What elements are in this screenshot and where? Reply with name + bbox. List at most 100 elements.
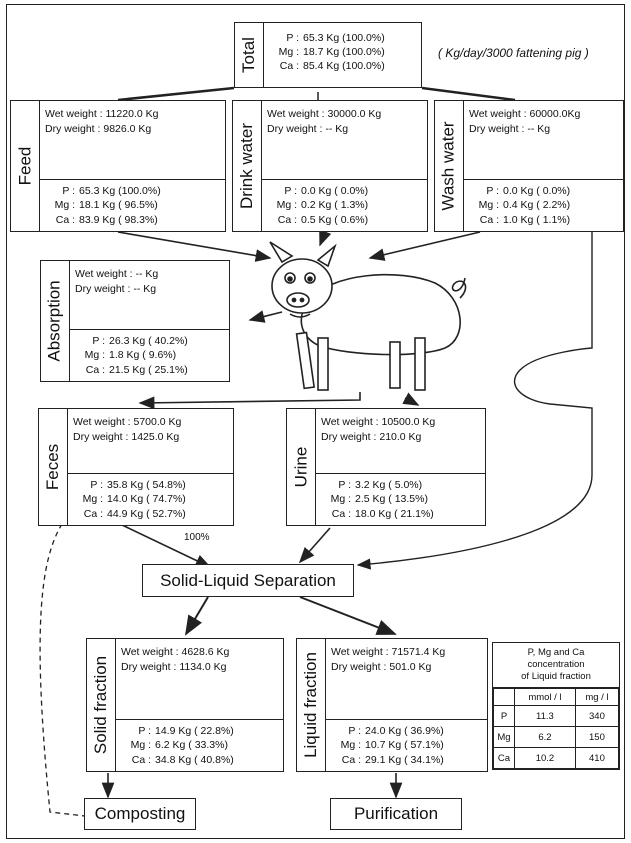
wash-ca-value: 1.0 Kg ( 1.1%) [503,213,571,226]
urine-to-separation-arrow [298,527,331,564]
purification-box: Purification [330,798,462,830]
feed-weights: Wet weight : 11220.0 Kg Dry weight : 982… [39,101,225,137]
total-mg-value: 18.7 Kg (100.0%) [303,46,385,58]
concentration-element: Ca [493,747,515,769]
drink-p-value: 0.0 Kg ( 0.0%) [301,184,369,197]
total-values: P :65.3 Kg (100.0%) Mg :18.7 Kg (100.0%)… [263,23,421,87]
feed-label: Feed [15,146,34,186]
urine-elements: P :3.2 Kg ( 5.0%) Mg :2.5 Kg ( 13.5%) Ca… [315,472,485,526]
concentration-caption-line-3: of Liquid fraction [521,671,591,682]
drink-dry-weight: Dry weight : -- Kg [267,123,349,135]
feces-weights: Wet weight : 5700.0 Kg Dry weight : 1425… [67,409,233,445]
drink-ca-value: 0.5 Kg ( 0.6%) [301,213,369,226]
drink-elements: P :0.0 Kg ( 0.0%) Mg :0.2 Kg ( 1.3%) Ca … [261,178,427,232]
concentration-caption-line-1: P, Mg and Ca [527,647,585,658]
feed-box: Feed Wet weight : 11220.0 Kg Dry weight … [10,100,226,232]
drink-wet-weight: Wet weight : 30000.0 Kg [267,108,382,120]
feces-label-cell: Feces [39,409,68,525]
liquid-fraction-box: Liquid fraction Wet weight : 71571.4 Kg … [296,638,488,772]
total-ca-symbol: Ca : [279,60,299,72]
feed-ca-symbol: Ca : [55,213,75,226]
feces-label: Feces [43,443,63,491]
solid-fraction-box: Solid fraction Wet weight : 4628.6 Kg Dr… [86,638,284,772]
absorption-mg-symbol: Mg : [84,349,105,361]
concentration-mmol-value: 6.2 [514,726,576,748]
unit-note: ( Kg/day/3000 fattening pig ) [438,46,589,60]
concentration-table: P, Mg and Ca concentration of Liquid fra… [492,642,620,770]
solid-label-cell: Solid fraction [87,639,116,771]
table-row: Ca 10.2 410 [493,747,620,769]
table-row: Mg 6.2 150 [493,726,620,748]
liquid-elements: P :24.0 Kg ( 36.9%) Mg :10.7 Kg ( 57.1%)… [325,718,487,772]
wash-water-box: Wash water Wet weight : 60000.0Kg Dry we… [434,100,624,232]
urine-mg-symbol: Mg : [330,493,351,505]
solid-wet-weight: Wet weight : 4628.6 Kg [121,646,230,658]
drink-mg-symbol: Mg : [276,199,297,211]
solid-mg-value: 6.2 Kg ( 33.3%) [155,739,228,751]
wash-wet-weight: Wet weight : 60000.0Kg [469,108,581,120]
urine-weights: Wet weight : 10500.0 Kg Dry weight : 210… [315,409,485,445]
feces-to-separation-arrow [119,523,212,568]
concentration-mmol-value: 11.3 [514,705,576,727]
feces-p-symbol: P : [90,478,103,491]
solid-p-symbol: P : [138,724,151,737]
drink-label: Drink water [237,123,256,209]
drink-p-symbol: P : [284,184,297,197]
wash-mg-value: 0.4 Kg ( 2.2%) [503,199,571,211]
solid-dry-weight: Dry weight : 1134.0 Kg [121,661,227,673]
concentration-mg-value: 410 [574,747,620,769]
absorption-label-cell: Absorption [41,261,70,381]
drink-mg-value: 0.2 Kg ( 1.3%) [301,199,369,211]
total-box: Total P :65.3 Kg (100.0%) Mg :18.7 Kg (1… [234,22,422,88]
liquid-label-cell: Liquid fraction [297,639,326,771]
separation-to-solid-arrow [184,596,209,636]
total-ca-value: 85.4 Kg (100.0%) [303,60,385,72]
concentration-corner-cell [493,688,515,706]
urine-wet-weight: Wet weight : 10500.0 Kg [321,416,436,428]
liquid-label: Liquid fraction [301,652,320,758]
absorption-label: Absorption [45,280,64,362]
feed-mg-value: 18.1 Kg ( 96.5%) [79,199,158,211]
liquid-wet-weight: Wet weight : 71571.4 Kg [331,646,446,658]
wash-arrow [368,231,481,261]
concentration-caption: P, Mg and Ca concentration of Liquid fra… [493,643,619,688]
wash-elements: P :0.0 Kg ( 0.0%) Mg :0.4 Kg ( 2.2%) Ca … [463,178,623,232]
feed-p-symbol: P : [62,184,75,197]
feces-percent-label: 100% [184,532,210,543]
absorption-box: Absorption Wet weight : -- Kg Dry weight… [40,260,230,382]
solid-p-value: 14.9 Kg ( 22.8%) [155,724,234,737]
feces-elements: P :35.8 Kg ( 54.8%) Mg :14.0 Kg ( 74.7%)… [67,472,233,526]
absorption-ca-symbol: Ca : [85,363,105,376]
total-p-value: 65.3 Kg (100.0%) [303,32,385,44]
liquid-weights: Wet weight : 71571.4 Kg Dry weight : 501… [325,639,487,675]
absorption-wet-weight: Wet weight : -- Kg [75,268,159,280]
absorption-weights: Wet weight : -- Kg Dry weight : -- Kg [69,261,229,297]
absorption-mg-value: 1.8 Kg ( 9.6%) [109,349,177,361]
separation-to-liquid-arrow [299,596,397,635]
concentration-col-mg: mg / l [574,688,620,706]
composting-box: Composting [84,798,196,830]
wash-weights: Wet weight : 60000.0Kg Dry weight : -- K… [463,101,623,137]
solid-elements: P :14.9 Kg ( 22.8%) Mg :6.2 Kg ( 33.3%) … [115,718,283,772]
feces-p-value: 35.8 Kg ( 54.8%) [107,478,186,491]
concentration-caption-line-2: concentration [527,659,585,670]
wash-dry-weight: Dry weight : -- Kg [469,123,551,135]
wash-p-value: 0.0 Kg ( 0.0%) [503,184,571,197]
urine-p-value: 3.2 Kg ( 5.0%) [355,478,423,491]
wash-p-symbol: P : [486,184,499,197]
liquid-p-value: 24.0 Kg ( 36.9%) [365,724,444,737]
solid-ca-symbol: Ca : [131,753,151,766]
concentration-mmol-value: 10.2 [514,747,576,769]
wash-label-cell: Wash water [435,101,464,231]
total-to-wash-line [421,86,516,102]
liquid-ca-value: 29.1 Kg ( 34.1%) [365,753,444,766]
concentration-mg-value: 150 [574,726,620,748]
diagram-frame [6,4,625,839]
absorption-ca-value: 21.5 Kg ( 25.1%) [109,363,188,376]
urine-dry-weight: Dry weight : 210.0 Kg [321,431,422,443]
feces-ca-symbol: Ca : [83,507,103,520]
feces-dry-weight: Dry weight : 1425.0 Kg [73,431,180,443]
drink-weights: Wet weight : 30000.0 Kg Dry weight : -- … [261,101,427,137]
liquid-mg-symbol: Mg : [340,739,361,751]
